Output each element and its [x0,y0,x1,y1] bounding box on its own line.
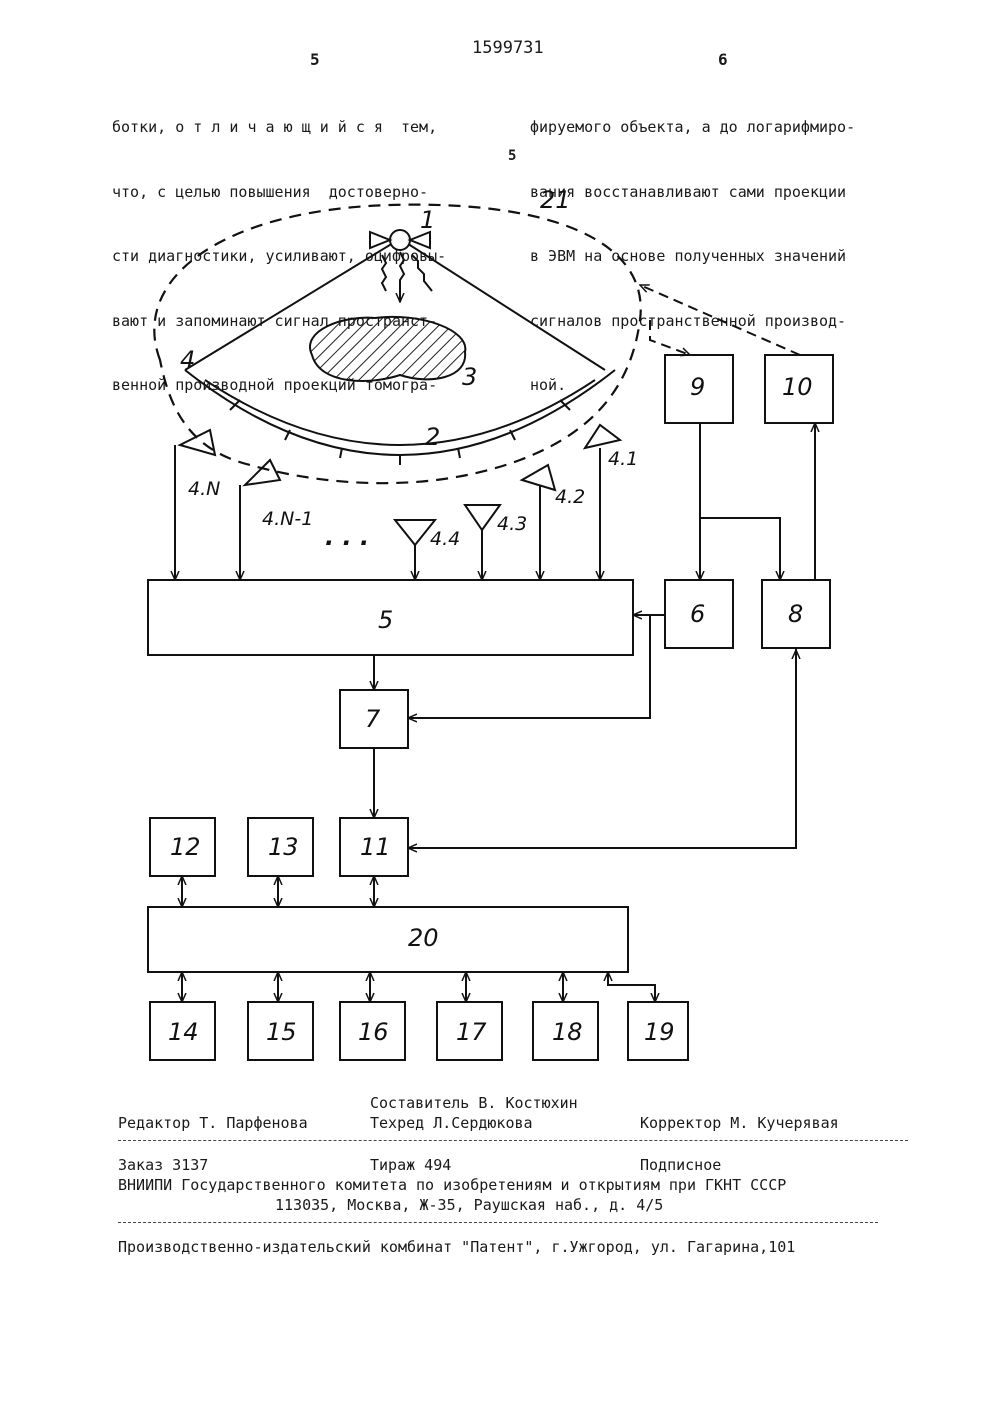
label-object-3: 3 [462,363,477,391]
detector-arc-outer [185,370,615,455]
amp-43 [465,505,500,530]
label-loop-21: 21 [540,186,571,214]
credits-subscription: Подписное [640,1156,721,1174]
label-amp-4N: 4.N [188,478,220,500]
credits-editor: Редактор Т. Парфенова [118,1114,308,1132]
amp-41 [585,425,620,448]
divider [118,1222,878,1223]
label-block-19: 19 [644,1018,675,1046]
label-detector-4: 4 [180,346,195,374]
label-amp-42: 4.2 [555,486,585,508]
label-amp-4N-1: 4.N-1 [262,508,313,530]
credits-circulation: Тираж 494 [370,1156,451,1174]
label-block-7: 7 [365,705,381,733]
label-block-17: 17 [456,1018,487,1046]
amp-4N [180,430,215,455]
source-1 [390,230,410,250]
amp-4N-1 [245,460,280,485]
label-dots: . . . [325,523,369,551]
credits-order: Заказ 3137 [118,1156,208,1174]
credits-org: ВНИИПИ Государственного комитета по изоб… [118,1176,786,1194]
label-amp-44: 4.4 [430,528,460,550]
label-source-1: 1 [420,206,435,234]
label-block-6: 6 [690,600,705,628]
label-arc-2: 2 [425,423,440,451]
label-block-10: 10 [782,373,813,401]
credits-compiler: Составитель В. Костюхин [370,1094,578,1112]
label-block-9: 9 [690,373,705,401]
label-block-8: 8 [788,600,803,628]
label-block-5: 5 [378,606,393,634]
label-amp-41: 4.1 [608,448,638,470]
amp-44 [395,520,435,545]
detector-arc-inner [205,380,595,445]
label-block-18: 18 [552,1018,583,1046]
credits-address: 113035, Москва, Ж-35, Раушская наб., д. … [275,1196,663,1214]
divider [118,1140,908,1141]
credits-corrector: Корректор М. Кучерявая [640,1114,839,1132]
block-20 [148,907,628,972]
object-3 [310,317,465,381]
label-block-13: 13 [268,833,299,861]
amp-42 [522,465,555,490]
label-block-11: 11 [360,833,391,861]
credits-printer: Производственно-издательский комбинат "П… [118,1238,795,1256]
label-block-14: 14 [168,1018,199,1046]
label-block-20: 20 [408,924,439,952]
credits-techred: Техред Л.Сердюкова [370,1114,533,1132]
label-block-12: 12 [170,833,201,861]
label-amp-43: 4.3 [497,513,527,535]
label-block-16: 16 [358,1018,389,1046]
label-block-15: 15 [266,1018,297,1046]
